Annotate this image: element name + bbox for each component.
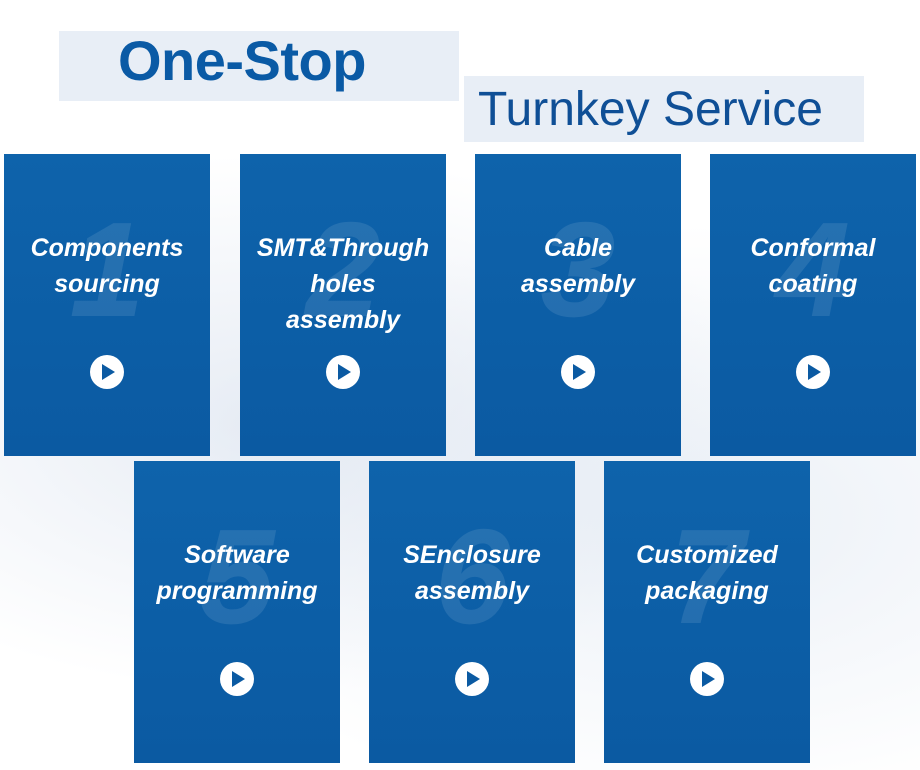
page-subtitle: Turnkey Service — [478, 83, 823, 136]
play-button[interactable] — [796, 355, 830, 389]
play-button[interactable] — [690, 662, 724, 696]
card-label-line: SMT&Through — [256, 234, 430, 262]
card-number-watermark: 5 — [199, 501, 275, 652]
card-label: Conformal coating — [714, 230, 912, 302]
play-button[interactable] — [455, 662, 489, 696]
service-card-4[interactable]: 4 Conformal coating — [710, 154, 916, 456]
card-label: Customized packaging — [608, 537, 806, 609]
card-label-line: Conformal — [750, 234, 876, 262]
service-card-2[interactable]: 2 SMT&Through holes assembly — [240, 154, 446, 456]
card-label-line: assembly — [286, 306, 400, 334]
play-icon — [232, 671, 245, 687]
play-icon — [702, 671, 715, 687]
card-label-line: Customized — [636, 541, 778, 569]
card-label-line: assembly — [521, 270, 635, 298]
play-icon — [102, 364, 115, 380]
title-band — [59, 31, 459, 101]
service-card-1[interactable]: 1 Components sourcing — [4, 154, 210, 456]
card-label-line: Components — [30, 234, 184, 262]
play-icon — [808, 364, 821, 380]
page-title: One-Stop — [118, 29, 366, 92]
card-number-watermark: 4 — [775, 194, 851, 345]
subtitle-band — [464, 76, 864, 142]
play-button[interactable] — [326, 355, 360, 389]
card-label-line: SEnclosure — [403, 541, 541, 569]
card-number-watermark: 1 — [69, 194, 145, 345]
card-label: Cable assembly — [479, 230, 677, 302]
play-button[interactable] — [220, 662, 254, 696]
card-number-watermark: 3 — [540, 194, 616, 345]
card-label: SEnclosure assembly — [373, 537, 571, 609]
card-number-watermark: 7 — [669, 501, 745, 652]
service-card-7[interactable]: 7 Customized packaging — [604, 461, 810, 763]
card-number-watermark: 2 — [305, 194, 381, 345]
play-button[interactable] — [561, 355, 595, 389]
card-label-line: Cable — [543, 234, 613, 262]
card-label-line: packaging — [645, 577, 769, 605]
play-icon — [573, 364, 586, 380]
play-button[interactable] — [90, 355, 124, 389]
card-label-line: assembly — [415, 577, 529, 605]
card-label-line: sourcing — [54, 270, 160, 298]
service-card-6[interactable]: 6 SEnclosure assembly — [369, 461, 575, 763]
play-icon — [467, 671, 480, 687]
card-label-line: holes — [310, 270, 376, 298]
card-label-line: coating — [768, 270, 858, 298]
service-card-5[interactable]: 5 Software programming — [134, 461, 340, 763]
play-icon — [338, 364, 351, 380]
service-card-3[interactable]: 3 Cable assembly — [475, 154, 681, 456]
card-label: SMT&Through holes assembly — [244, 230, 442, 338]
card-number-watermark: 6 — [434, 501, 510, 652]
card-label-line: programming — [156, 577, 318, 605]
card-label: Components sourcing — [8, 230, 206, 302]
card-label: Software programming — [138, 537, 336, 609]
card-label-line: Software — [184, 541, 290, 569]
